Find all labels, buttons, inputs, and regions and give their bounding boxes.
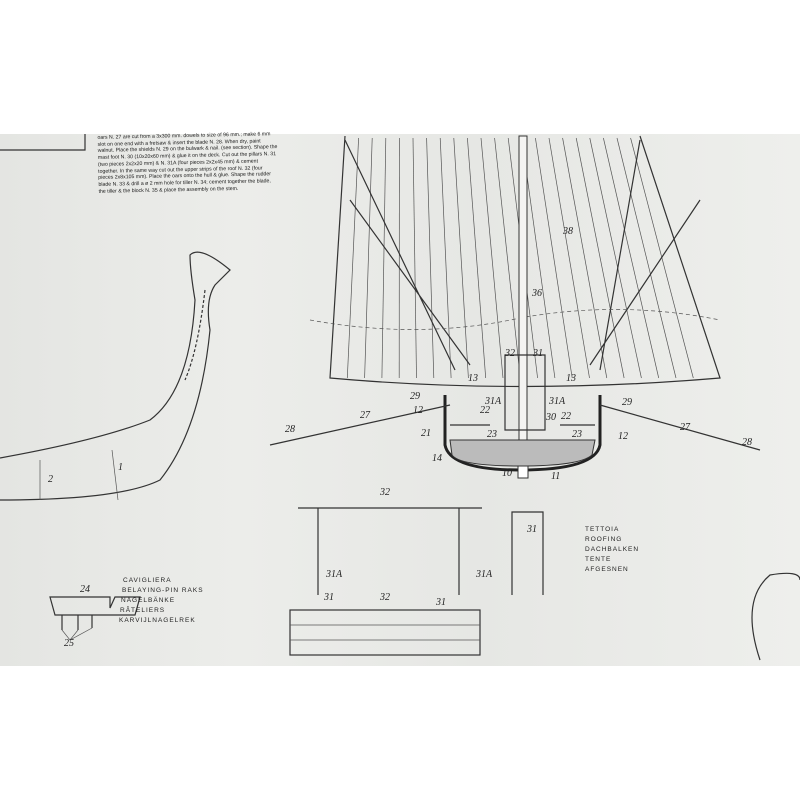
part-label: 27 [360,410,371,421]
plan-sheet [0,134,800,666]
sail-seam [589,137,642,379]
sail-seam [535,137,573,379]
part-label: 31 [532,348,543,359]
sail-seam [381,137,387,379]
part-label: 21 [421,428,431,439]
part-label: 32 [504,348,515,359]
oar-right [599,404,761,451]
sail-seam [616,137,677,379]
sail-seam [467,137,487,379]
part-label: 2 [48,474,53,485]
part-label: 31A [548,396,566,407]
part-label: 24 [80,584,90,595]
part-label: 23 [487,429,497,440]
sail-seam [453,137,469,379]
part-label: 22 [561,411,571,422]
part-label: 31 [323,592,334,603]
roofing-caption-line: TETTOIA [585,526,619,533]
part-label: 13 [566,373,576,384]
rack-caption-line: NAGELBÄNKE [121,596,175,604]
keel-block [517,465,529,479]
part-label: 13 [468,373,478,384]
sail-seam [412,137,417,379]
dragon-prow-hull [0,251,800,661]
part-label: 32 [379,487,390,498]
sail-seam [603,137,660,379]
part-label: 38 [562,226,573,237]
part-label: 25 [64,638,74,649]
oar-left [269,404,451,446]
sail-seam [346,137,359,379]
sail-seam [562,137,608,379]
part-label: 27 [680,422,691,433]
roof-frame [504,354,546,431]
part-label: 31A [475,569,493,580]
part-label: 31 [526,524,537,535]
part-label: 32 [379,592,390,603]
part-label: 28 [742,437,752,448]
sail-section [309,135,721,477]
rigging-ropes [344,139,701,371]
rack-caption-line: CAVIGLIERA [123,577,172,584]
part-label: 29 [622,397,632,408]
belaying-pin-rack [49,596,141,641]
roofing-caption-line: ROOFING [585,536,622,543]
sail-seam [575,137,625,379]
mast [518,135,528,477]
part-label: 31A [484,396,502,407]
title-box-corner [0,134,86,151]
part-label: 23 [572,429,582,440]
part-label: 10 [502,468,512,479]
sail-seam [426,137,435,379]
sail-seam [364,137,373,379]
part-label: 12 [618,431,628,442]
part-label: 28 [285,424,295,435]
part-label: 30 [545,412,556,423]
part-label: 11 [551,471,560,482]
part-label: 12 [413,405,423,416]
sail-seam [548,137,590,379]
part-label: 22 [480,405,490,416]
part-label: 1 [118,462,123,473]
part-label: 31A [325,569,343,580]
sail-seam [439,137,452,379]
part-label: 29 [410,391,420,402]
part-label: 14 [432,453,442,464]
sail-seam [480,137,504,379]
keel-hatched [449,439,596,467]
part-label: 31 [435,597,446,608]
rack-caption-line: BELAYING-PIN RAKS [122,587,204,594]
roofing-caption-line: TENTE [585,556,611,563]
roofing-caption-line: DACHBALKEN [585,546,639,553]
rack-caption-line: KARVIJLNAGELREK [119,617,196,624]
part-label: 36 [531,288,542,299]
roofing-caption-line: AFGESNEN [585,566,629,573]
sail-seam [494,137,521,379]
rack-caption-line: RÂTELIERS [120,605,165,614]
hull-section [269,395,761,479]
roofing-parts [289,507,544,656]
